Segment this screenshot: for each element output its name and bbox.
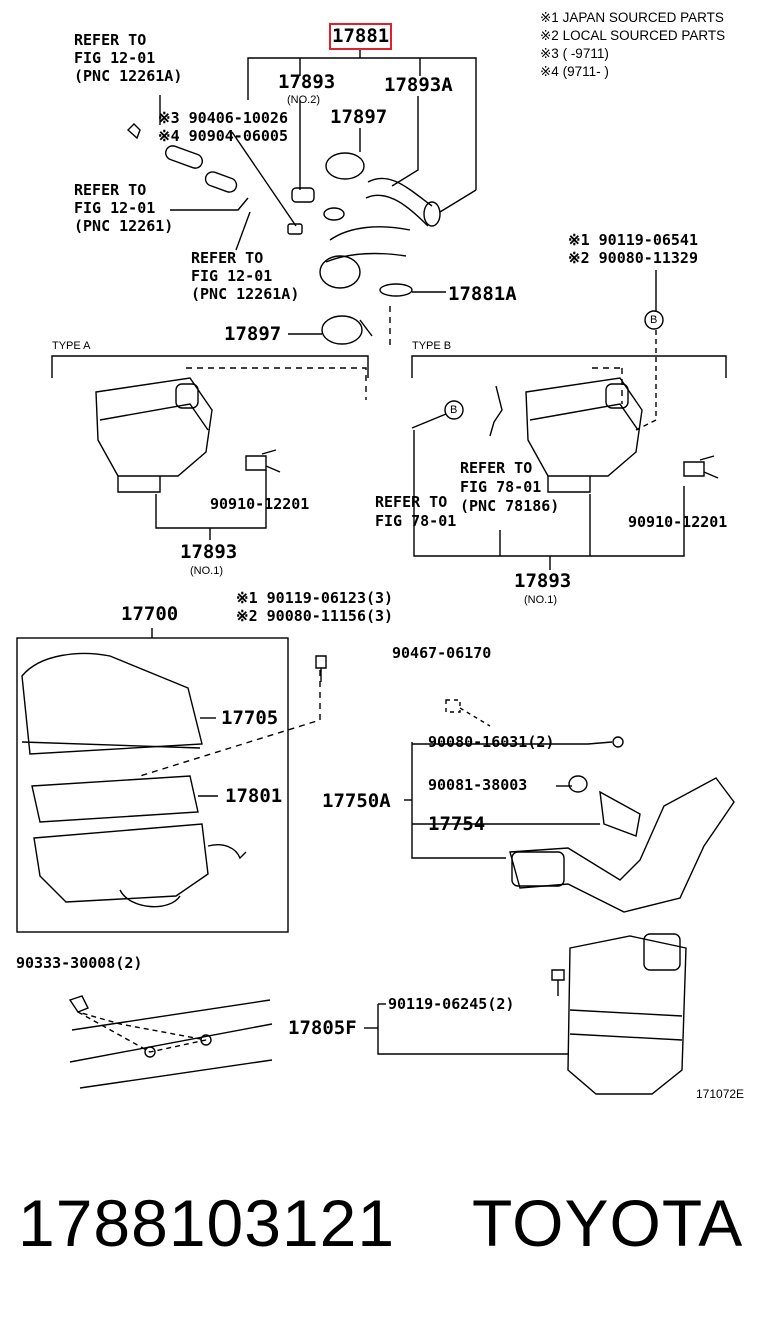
part-17750A[interactable]: 17750A (322, 790, 391, 812)
refer-label: (PNC 12261A) (74, 67, 183, 85)
part-90910-12201-b[interactable]: 90910-12201 (628, 513, 728, 531)
part-17893-no1-b[interactable]: 17893 (514, 570, 572, 592)
part-90119-06245[interactable]: 90119-06245(2) (388, 995, 515, 1013)
part-17893-no2[interactable]: 17893 (278, 71, 336, 93)
part-17754[interactable]: 17754 (428, 813, 486, 835)
part-17700[interactable]: 17700 (121, 603, 179, 625)
part-17893A[interactable]: 17893A (384, 74, 453, 96)
refer-label: REFER TO (375, 493, 448, 511)
refer-label: FIG 78-01 (375, 512, 457, 530)
part-90406-10026[interactable]: ※3 90406-10026 (158, 109, 288, 127)
legend-local-sourced: ※2 LOCAL SOURCED PARTS (540, 28, 726, 43)
part-90080-16031[interactable]: 90080-16031(2) (428, 733, 555, 751)
part-17801[interactable]: 17801 (225, 785, 283, 807)
part-17897-bottom[interactable]: 17897 (224, 323, 282, 345)
part-17893-no1-a[interactable]: 17893 (180, 541, 238, 563)
refer-label: REFER TO (74, 31, 147, 49)
part-90333-30008[interactable]: 90333-30008(2) (16, 954, 143, 972)
refer-label: REFER TO (191, 249, 264, 267)
legend-until-9711: ※3 ( -9711) (540, 46, 609, 61)
part-number: 1788103121 (18, 1186, 396, 1260)
figure-code: 171072E (696, 1087, 745, 1101)
part-note: (NO.1) (190, 565, 223, 577)
refer-label: REFER TO (460, 459, 533, 477)
refer-label: (PNC 12261A) (191, 285, 300, 303)
part-90080-11156[interactable]: ※2 90080-11156(3) (236, 607, 394, 625)
part-note: (NO.1) (524, 594, 557, 606)
part-note: (NO.2) (287, 94, 320, 106)
refer-label: FIG 12-01 (74, 199, 156, 217)
part-17881A[interactable]: 17881A (448, 283, 517, 305)
legend-japan-sourced: ※1 JAPAN SOURCED PARTS (540, 10, 724, 25)
part-90080-11329[interactable]: ※2 90080-11329 (568, 249, 698, 267)
refer-label: (PNC 78186) (460, 497, 560, 515)
part-17805F[interactable]: 17805F (288, 1017, 357, 1039)
footer-caption: 1788103121 TOYOTA (0, 1175, 760, 1285)
parts-diagram: ※1 JAPAN SOURCED PARTS ※2 LOCAL SOURCED … (16, 10, 745, 1101)
part-17705[interactable]: 17705 (221, 707, 279, 729)
refer-label: FIG 12-01 (74, 49, 156, 67)
brand-name: TOYOTA (472, 1186, 744, 1260)
part-17897-top[interactable]: 17897 (330, 106, 388, 128)
refer-label: (PNC 12261) (74, 217, 174, 235)
refer-label: REFER TO (74, 181, 147, 199)
part-90904-06005[interactable]: ※4 90904-06005 (158, 127, 288, 145)
type-a-label: TYPE A (52, 340, 91, 352)
parts-drawing (16, 48, 735, 1095)
part-90119-06123[interactable]: ※1 90119-06123(3) (236, 589, 394, 607)
refer-label: FIG 12-01 (191, 267, 273, 285)
part-90081-38003[interactable]: 90081-38003 (428, 776, 528, 794)
highlighted-part-17881[interactable]: 17881 (328, 23, 393, 50)
part-90119-06541[interactable]: ※1 90119-06541 (568, 231, 698, 249)
marker-b: B (450, 404, 458, 416)
type-b-label: TYPE B (412, 340, 452, 352)
legend-from-9711: ※4 (9711- ) (540, 64, 609, 79)
marker-b: B (650, 314, 658, 326)
refer-label: FIG 78-01 (460, 478, 542, 496)
part-90467-06170[interactable]: 90467-06170 (392, 644, 492, 662)
part-90910-12201-a[interactable]: 90910-12201 (210, 495, 310, 513)
